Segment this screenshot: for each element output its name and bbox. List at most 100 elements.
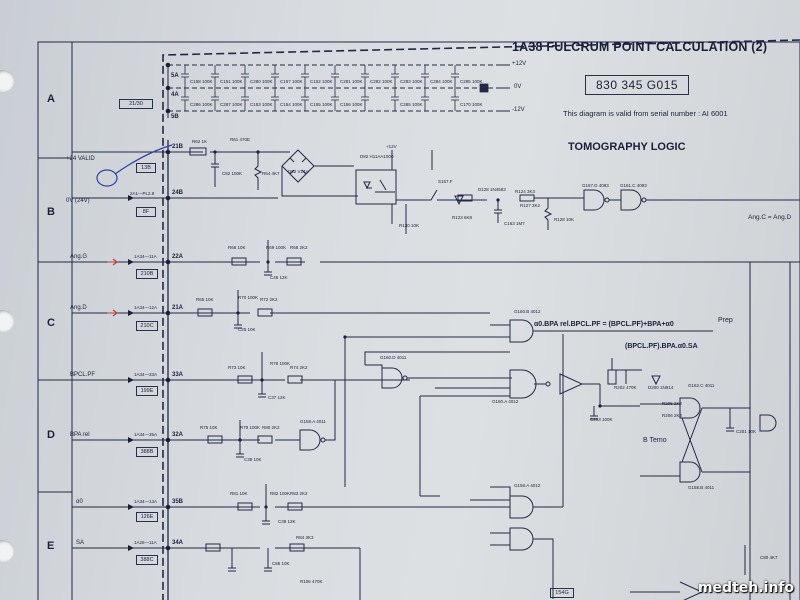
part-label: G158.A 4012: [514, 483, 541, 488]
row-label-d: D: [47, 429, 55, 441]
wire-label: 1A34—13A: [134, 499, 158, 504]
and-gate-g160b: [509, 319, 534, 343]
part-label: R128 10K: [554, 217, 575, 222]
part-label: C46 12K: [270, 275, 288, 280]
part-label: C25 10K: [238, 327, 256, 332]
cap-label: C153 100K: [250, 102, 273, 107]
part-label: R61 470E: [230, 137, 251, 142]
part-label: R75 10K: [200, 425, 218, 430]
pen-annotation: [96, 144, 173, 187]
and-gate-g169a: [509, 527, 534, 551]
part-label: D200 1N914: [648, 385, 674, 390]
part-label: D82 V14A: [288, 169, 309, 174]
part-label: G160.B 4012: [514, 309, 541, 314]
signal-name: Ang.D: [70, 305, 87, 311]
part-label: G160.A 4012: [492, 399, 519, 404]
part-label: R73 10K: [228, 365, 246, 370]
part-label: R205 2K2: [662, 401, 683, 406]
nand-gate-g160a: [509, 369, 537, 399]
decoupling-capacitor-bank: [181, 65, 489, 111]
cap-label: C157 100K: [280, 79, 303, 84]
part-label: D128 1N4583: [478, 187, 506, 192]
buffer-g88c: [559, 373, 584, 395]
connector-pin: 32A: [172, 432, 184, 438]
rail-node: 5B: [171, 114, 179, 120]
part-label: S167.F: [438, 179, 453, 184]
signal-name: Ang.G: [70, 254, 88, 260]
cap-label: C158 100K: [190, 79, 213, 84]
part-label: R62 1K: [192, 139, 208, 144]
input-signal-lines: [72, 151, 230, 549]
nand-gate-g158a: [299, 429, 321, 451]
optocoupler: [355, 169, 397, 205]
cap-label: C286 100K: [190, 102, 213, 107]
rail-label-plus: +12V: [512, 61, 527, 67]
signal-name: BPA rel: [70, 432, 90, 438]
cap-label: C155 100K: [310, 102, 333, 107]
part-label: C203 100K: [590, 417, 613, 422]
connector-pin: 35B: [172, 499, 184, 505]
cap-label: C285 100K: [460, 79, 483, 84]
nand-gate-g167d: [583, 189, 605, 211]
part-label: C80 4K7: [760, 555, 778, 560]
nand-gate-g162c: [679, 397, 701, 419]
part-label: G167.D 4093: [582, 183, 609, 188]
row-label-c: C: [47, 317, 55, 329]
part-label: D82 H11AA1000: [360, 154, 394, 159]
part-label: R81 10K: [230, 491, 248, 496]
part-label: R79 100K: [240, 425, 261, 430]
part-label: G161.C 4093: [620, 183, 647, 188]
wire-label: 1A34—11A: [134, 254, 157, 259]
part-label: R202 470K: [614, 385, 637, 390]
rail-label-zero: 0V: [514, 84, 522, 90]
cap-label: C170 100K: [460, 102, 483, 107]
part-label: R106 470K: [300, 579, 323, 584]
ref-box: 388B: [136, 447, 158, 457]
and-gate-g168b: [509, 495, 534, 519]
part-number-box: 830 345 G015: [585, 75, 690, 95]
temo-label: B Temo: [643, 437, 667, 444]
section-title: TOMOGRAPHY LOGIC: [568, 141, 686, 153]
prep-label: Prep: [718, 317, 733, 324]
signal-name: α0: [76, 499, 83, 505]
binder-hole: [0, 70, 14, 92]
nand-gate-g161c: [620, 189, 642, 211]
cap-label: C284 100K: [430, 79, 453, 84]
cap-label: C151 100K: [220, 79, 243, 84]
cap-label: C287 100K: [220, 102, 243, 107]
sheet-title: 1A38 FULCRUM POINT CALCULATION (2): [512, 40, 768, 54]
cap-label: C152 100K: [310, 79, 333, 84]
angle-label: Ang.C = Ang.D: [748, 214, 792, 221]
part-label: R127 2K2: [520, 203, 541, 208]
connector-pin: 34A: [172, 540, 184, 546]
part-label: R70 100K: [238, 295, 259, 300]
part-label: C163 1M7: [504, 221, 525, 226]
part-label: G158.A 4011: [300, 419, 326, 424]
part-label: R84 3K3: [296, 535, 314, 540]
part-label: R74 2K2: [290, 365, 308, 370]
part-label: R78 100K: [270, 361, 291, 366]
part-label: R82 100K: [270, 491, 291, 496]
rail-label-minus: -12V: [512, 107, 525, 113]
part-label: R66 10K: [228, 245, 246, 250]
part-label: R206 2K2: [662, 413, 683, 418]
part-label: R123 6K8: [452, 215, 473, 220]
row-label-a: A: [47, 93, 55, 105]
cap-label: C156 100K: [340, 102, 363, 107]
nand-gate-g158b: [679, 461, 701, 483]
part-label: R83 2K2: [290, 491, 308, 496]
part-label: R64 4K7: [262, 171, 280, 176]
binder-hole: [0, 540, 14, 562]
logic-equation: α0.BPA rel.BPCL.PF = (BPCL.PF)+BPA+α0: [534, 321, 674, 328]
part-label: C37 12K: [268, 395, 286, 400]
ref-box: 154G: [550, 588, 574, 598]
binder-hole: [0, 310, 14, 332]
part-label: R124 3K3: [515, 189, 536, 194]
part-label: C39 12K: [278, 519, 296, 524]
part-label: G162.C 4011: [688, 383, 715, 388]
rail-node: 5A: [171, 73, 179, 79]
cap-label: C283 100K: [400, 79, 423, 84]
ref-box: 126E: [136, 512, 158, 522]
part-label: R130 10K: [399, 223, 420, 228]
